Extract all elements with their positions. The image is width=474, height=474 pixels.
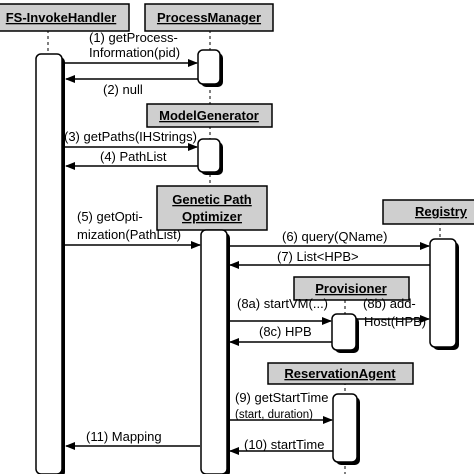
message-label-m5-line1: (5) getOpti- (77, 209, 143, 224)
message-labels: (1) getProcess- Information(pid) (2) nul… (64, 30, 426, 452)
message-label-m4: (4) PathList (100, 149, 167, 164)
participant-box-provisioner (293, 276, 410, 301)
message-label-m5-line2: mization(PathList) (77, 227, 181, 242)
participant-box-reservation-agent (267, 362, 414, 385)
activation-registry (429, 238, 457, 348)
message-label-m8c: (8c) HPB (259, 324, 312, 339)
participant-label-genetic-path-optimizer-line1: Genetic Path (172, 192, 252, 207)
participant-label-registry: Registry (415, 204, 468, 219)
message-label-m6: (6) query(QName) (282, 229, 387, 244)
message-label-m1-line2: Information(pid) (89, 45, 180, 60)
participant-box-process-manager (144, 3, 274, 32)
activation-provisioner (331, 313, 357, 351)
activation-invoke (35, 53, 63, 474)
participant-label-process-manager: ProcessManager (157, 10, 261, 25)
participant-box-genetic-path-optimizer (156, 185, 268, 231)
message-label-m2: (2) null (103, 82, 143, 97)
participant-label-model-generator: ModelGenerator (159, 108, 259, 123)
participant-box-invoke-handler (0, 3, 130, 32)
message-label-m8b-line2: Host(HPB) (364, 314, 426, 329)
participant-label-invoke-handler: FS-InvokeHandler (6, 10, 117, 25)
message-label-m11: (11) Mapping (86, 429, 162, 444)
message-label-m1-line1: (1) getProcess- (89, 30, 178, 45)
activation-model (197, 138, 221, 173)
activation-reservation (332, 393, 358, 463)
participant-label-provisioner: Provisioner (315, 281, 387, 296)
activation-genetic (200, 229, 228, 474)
participant-label-genetic-path-optimizer-line2: Optimizer (182, 209, 242, 224)
message-arrows (65, 59, 430, 455)
activation-process (197, 49, 221, 85)
participant-headers: FS-InvokeHandler ProcessManager ModelGen… (0, 3, 474, 385)
message-label-m7: (7) List<HPB> (277, 249, 359, 264)
participant-box-model-generator (146, 103, 273, 128)
activation-bars (35, 49, 459, 474)
message-label-m3: (3) getPaths(IHStrings) (64, 129, 197, 144)
message-label-m10: (10) startTime (244, 437, 324, 452)
participant-box-registry (382, 199, 474, 225)
message-label-m8b-line1: (8b) add- (363, 296, 416, 311)
message-label-m9-line2: (start, duration) (235, 409, 313, 421)
message-label-m8a: (8a) startVM(...) (237, 296, 328, 311)
message-label-m9-line1: (9) getStartTime (235, 390, 328, 405)
participant-label-reservation-agent: ReservationAgent (284, 366, 396, 381)
